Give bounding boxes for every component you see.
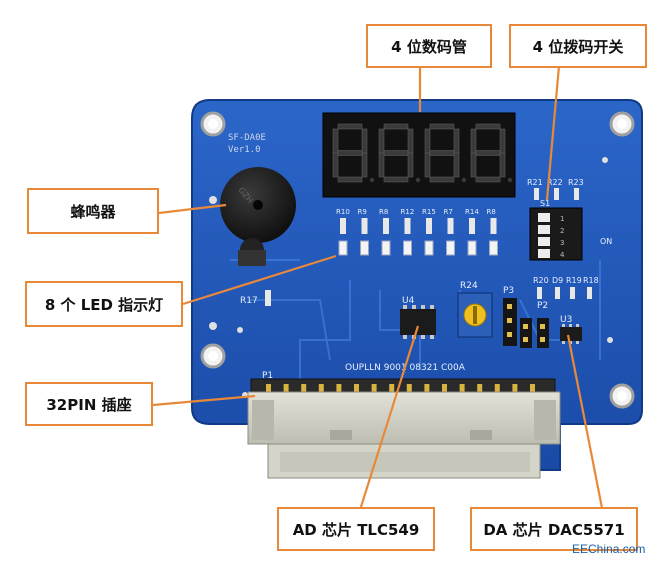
connector-pin <box>477 384 483 392</box>
pin-socket-32 <box>247 378 561 479</box>
led <box>338 240 348 256</box>
pcb-board <box>191 99 643 471</box>
led <box>381 240 391 256</box>
callout-led-indicator: 8 个 LED 指示灯 <box>25 281 183 327</box>
potentiometer-r24 <box>457 292 493 338</box>
dip-switch: 1 2 3 4 <box>529 207 583 261</box>
board-version-label: Ver1.0 <box>228 145 261 155</box>
transistor <box>238 238 266 266</box>
label-r24: R24 <box>460 281 478 291</box>
led-resistor-label: R14 <box>465 208 479 216</box>
svg-text:2: 2 <box>560 227 564 235</box>
board-model-label: SF-DA0E <box>228 133 266 143</box>
label-r18: R18 <box>583 276 599 285</box>
connector-pin <box>266 384 271 392</box>
resistor-r17 <box>265 290 271 306</box>
led-resistor <box>383 218 389 234</box>
display-digits <box>332 123 513 183</box>
led <box>424 240 434 256</box>
svg-text:4: 4 <box>560 251 565 259</box>
display-digit <box>332 123 375 183</box>
led-resistor-label: R8 <box>487 208 496 216</box>
connector-pin <box>283 384 289 392</box>
connector-pin <box>336 384 342 392</box>
led-resistor-label: R10 <box>336 208 350 216</box>
led <box>489 240 498 256</box>
connector-pin <box>512 384 518 392</box>
label-r17: R17 <box>240 296 258 306</box>
buzzer: GZH <box>220 167 296 243</box>
label-r20: R20 <box>533 276 549 285</box>
callout-digital-tube: 4 位数码管 <box>366 24 492 68</box>
connector-pin <box>424 384 430 392</box>
small-resistors-right <box>537 287 592 299</box>
label-p2: P2 <box>537 301 548 311</box>
callout-da-chip: DA 芯片 DAC5571 <box>470 507 638 551</box>
label-s1: S1 <box>540 199 550 208</box>
led-resistor-label: R8 <box>379 208 388 216</box>
connector-pin <box>459 384 465 392</box>
led-row: R10 R9 R8 R12 R15 R7 R14 R8 <box>336 208 498 256</box>
da-chip-dac5571 <box>560 324 582 344</box>
label-r22: R22 <box>547 178 563 187</box>
svg-text:3: 3 <box>560 239 564 247</box>
display-digit <box>424 123 467 183</box>
led <box>403 240 412 256</box>
label-p3: P3 <box>503 286 514 296</box>
connector-pin <box>442 384 447 392</box>
led <box>360 240 369 256</box>
svg-text:1: 1 <box>560 215 564 223</box>
connector-pin <box>406 384 412 392</box>
led-resistor <box>404 218 411 234</box>
label-r21: R21 <box>527 178 543 187</box>
led-resistor <box>469 218 475 234</box>
led <box>446 240 455 256</box>
callout-buzzer: 蜂鸣器 <box>27 188 159 234</box>
label-u4: U4 <box>402 296 415 306</box>
led-resistor-label: R7 <box>444 208 453 216</box>
callout-ad-chip: AD 芯片 TLC549 <box>277 507 435 551</box>
display-digit <box>378 123 421 183</box>
connector-pin <box>301 384 307 392</box>
label-d9: D9 <box>552 276 563 285</box>
label-r23: R23 <box>568 178 584 187</box>
led-resistor <box>361 218 368 234</box>
mounting-holes <box>200 111 635 409</box>
watermark-text: EEChina.com <box>572 542 646 556</box>
callout-pin-socket: 32PIN 插座 <box>25 382 153 426</box>
connector-pin <box>530 384 535 392</box>
callout-dip-switch: 4 位拨码开关 <box>509 24 647 68</box>
led-resistor <box>490 218 497 234</box>
led-resistor <box>340 218 346 234</box>
ad-chip-tlc549 <box>400 305 436 339</box>
connector-pin <box>318 384 324 392</box>
jumpers <box>503 298 549 348</box>
display-digit <box>470 123 513 183</box>
led-resistor-label: R12 <box>401 208 415 216</box>
led-resistor <box>447 218 454 234</box>
label-on: ON <box>600 237 612 246</box>
led-resistor <box>426 218 432 234</box>
led-resistor-label: R9 <box>358 208 367 216</box>
connector-pin <box>354 384 359 392</box>
connector-pin <box>371 384 377 392</box>
led-resistor-label: R15 <box>422 208 436 216</box>
pull-up-resistors <box>534 188 579 200</box>
label-r19: R19 <box>566 276 582 285</box>
label-p1: P1 <box>262 371 273 381</box>
led <box>467 240 477 256</box>
label-u3: U3 <box>560 315 572 325</box>
callout-leaders <box>152 65 604 511</box>
connector-pin <box>389 384 395 392</box>
connector-pin <box>494 384 500 392</box>
